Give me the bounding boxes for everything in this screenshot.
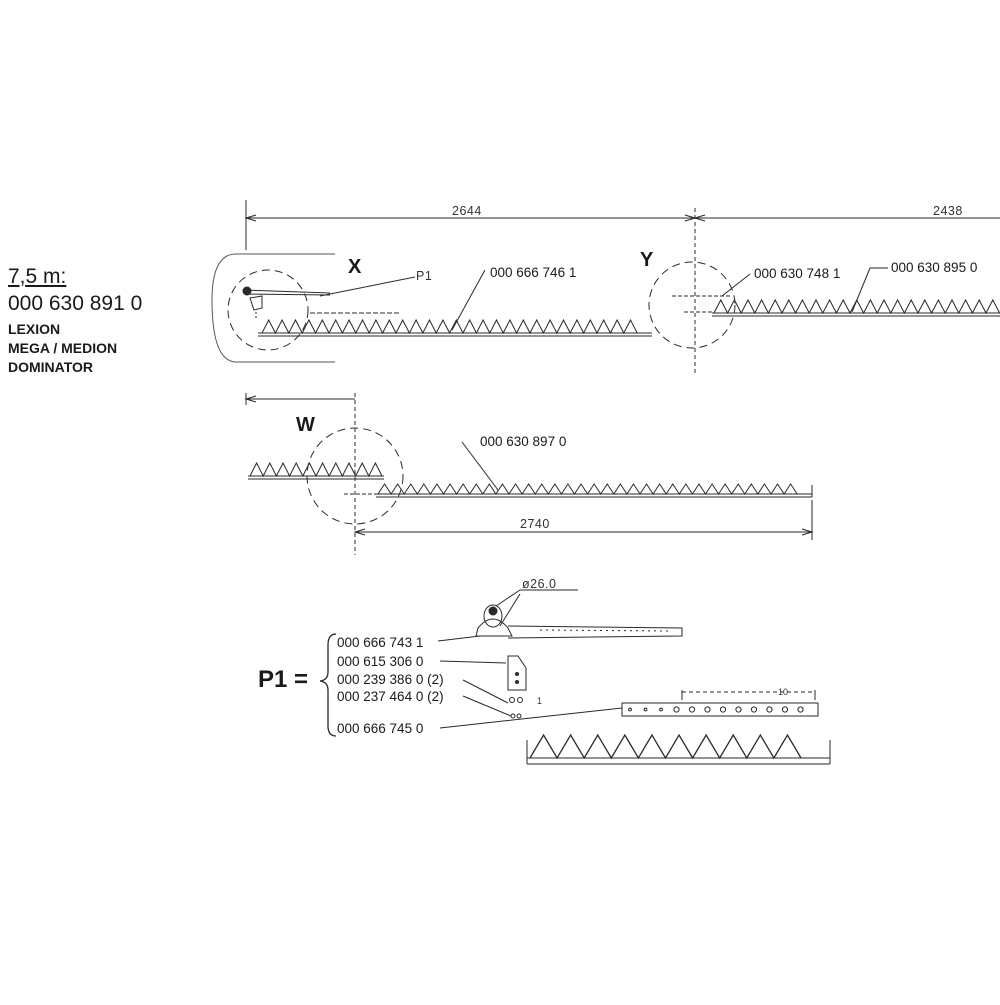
p1-reference: P1 — [416, 269, 433, 283]
blade-hole — [751, 707, 756, 712]
knife-head-p1 — [476, 605, 682, 638]
blade-w-left — [248, 463, 384, 479]
side-part-number: 000 630 891 0 — [8, 292, 143, 315]
blade-hole — [629, 708, 632, 711]
dimension-2438 — [695, 215, 1000, 221]
knife-head-x — [243, 287, 330, 318]
model-lexion: LEXION — [8, 321, 61, 337]
blade-w — [344, 484, 812, 497]
detail-circle-y — [649, 262, 735, 348]
detail-circle-x — [228, 270, 308, 350]
leader-p1-1 — [438, 636, 480, 641]
leader-blade-w — [462, 442, 498, 490]
leader-p1-3 — [463, 680, 508, 703]
blade-hole — [798, 707, 803, 712]
model-dominator: DOMINATOR — [8, 359, 94, 375]
detail-label-w: W — [296, 414, 315, 436]
blade-hole — [720, 707, 725, 712]
diameter-label: ø26.0 — [522, 577, 557, 591]
leader-p1-4 — [463, 696, 511, 716]
blade-hole — [674, 707, 679, 712]
p1-item-5: 000 666 745 0 — [337, 721, 424, 736]
diameter-dimension — [496, 590, 578, 626]
hole-count-label: 10 — [778, 687, 789, 697]
leader-blade-main — [452, 270, 485, 330]
leader-y-left — [722, 274, 750, 296]
part-blade-y-right: 000 630 895 0 — [891, 260, 978, 275]
p1-item-1: 000 666 743 1 — [337, 635, 424, 650]
blade-hole — [689, 707, 694, 712]
part-blade-y-left: 000 630 748 1 — [754, 266, 841, 281]
leader-y-right — [852, 268, 870, 312]
dimension-2644 — [246, 200, 695, 375]
p1-item-2: 000 615 306 0 — [337, 654, 424, 669]
detail-label-y: Y — [640, 249, 654, 271]
leader-p1-5 — [440, 708, 622, 728]
part-blade-w: 000 630 897 0 — [480, 434, 567, 449]
blade-hole — [736, 707, 741, 712]
detail-label-x: X — [348, 256, 362, 278]
blade-hole — [767, 707, 772, 712]
blade-main — [258, 313, 652, 336]
clip-part — [508, 656, 526, 690]
dimension-2438-label: 2438 — [933, 204, 963, 218]
model-mega-medion: MEGA / MEDION — [8, 340, 118, 356]
guards-p1 — [527, 735, 830, 764]
blade-hole — [644, 708, 647, 711]
part-blade-main: 000 666 746 1 — [490, 265, 577, 280]
dimension-2644-label: 2644 — [452, 204, 482, 218]
blade-hole — [705, 707, 710, 712]
blade-hole — [782, 707, 787, 712]
blade-p1 — [622, 690, 818, 716]
bolts — [510, 698, 523, 719]
p1-item-3: 000 239 386 0 (2) — [337, 672, 444, 687]
leader-p1 — [320, 277, 415, 296]
dimension-2740-label: 2740 — [520, 517, 550, 531]
p1-title: P1 = — [258, 666, 309, 693]
p1-brace — [320, 634, 336, 736]
bolt-index-label: 1 — [537, 696, 543, 706]
cut-width-label: 7,5 m: — [8, 265, 67, 288]
blade-y-right — [672, 296, 1000, 316]
dimension-2740 — [355, 500, 812, 540]
p1-item-4: 000 237 464 0 (2) — [337, 689, 444, 704]
leader-p1-2 — [440, 661, 506, 663]
blade-hole — [660, 708, 663, 711]
detail-circle-w — [307, 428, 403, 524]
header-outline — [212, 254, 335, 362]
